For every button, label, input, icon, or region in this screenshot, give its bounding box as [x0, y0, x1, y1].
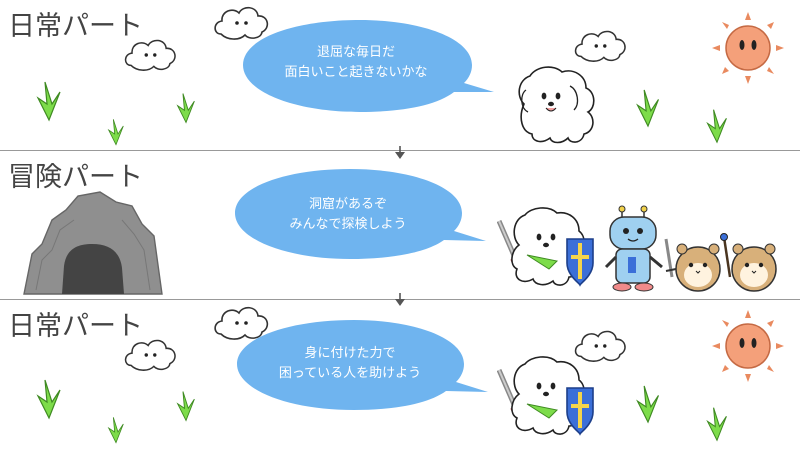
cloud-icon [124, 39, 176, 71]
speech-line: 退屈な毎日だ [316, 45, 395, 60]
section-title: 日常パート [8, 311, 143, 342]
section-title: 日常パート [8, 11, 143, 42]
grass-icon [636, 89, 660, 128]
cloud-icon [214, 306, 269, 340]
grass-icon [36, 379, 61, 420]
hero-dog-character [497, 356, 594, 436]
speech-bubble: 洞窟があるぞ みんなで探検しよう [232, 167, 492, 263]
grass-icon [176, 391, 195, 422]
arrow-down-icon [395, 146, 405, 159]
grass-icon [706, 109, 727, 144]
sun-icon [712, 310, 784, 382]
cloud-icon [574, 330, 626, 362]
grass-icon [107, 417, 124, 444]
speech-line: 洞窟があるぞ [308, 197, 387, 212]
sun-icon [712, 12, 784, 84]
grass-icon [176, 93, 195, 124]
adventure-part-section: 冒険パート 洞窟があるぞ みんなで探検しよう [0, 151, 800, 299]
section-title: 冒険パート [8, 162, 143, 193]
speech-line: 困っている人を助けよう [278, 366, 422, 381]
speech-bubble: 身に付けた力で 困っている人を助けよう [234, 318, 494, 414]
robot-character [604, 205, 663, 292]
hero-dog-character [497, 207, 594, 287]
grass-icon [706, 407, 727, 442]
speech-line: 面白いこと起きないかな [284, 65, 428, 80]
cloud-icon [214, 6, 269, 40]
speech-line: みんなで探検しよう [289, 217, 407, 232]
daily-part-section-1: 日常パート [0, 0, 800, 150]
hamster-character [720, 233, 777, 292]
daily-part-section-2: 日常パート 身に [0, 300, 800, 450]
arrow-down-icon [395, 293, 405, 306]
cloud-icon [124, 339, 176, 371]
cave-icon [23, 191, 163, 295]
hamster-character [664, 238, 721, 292]
grass-icon [36, 81, 61, 122]
grass-icon [636, 385, 660, 424]
speech-line: 身に付けた力で [304, 346, 396, 361]
speech-bubble: 退屈な毎日だ 面白いこと起きないかな [240, 18, 494, 116]
cloud-icon [574, 30, 626, 62]
grass-icon [107, 119, 124, 146]
dog-character [518, 66, 595, 144]
